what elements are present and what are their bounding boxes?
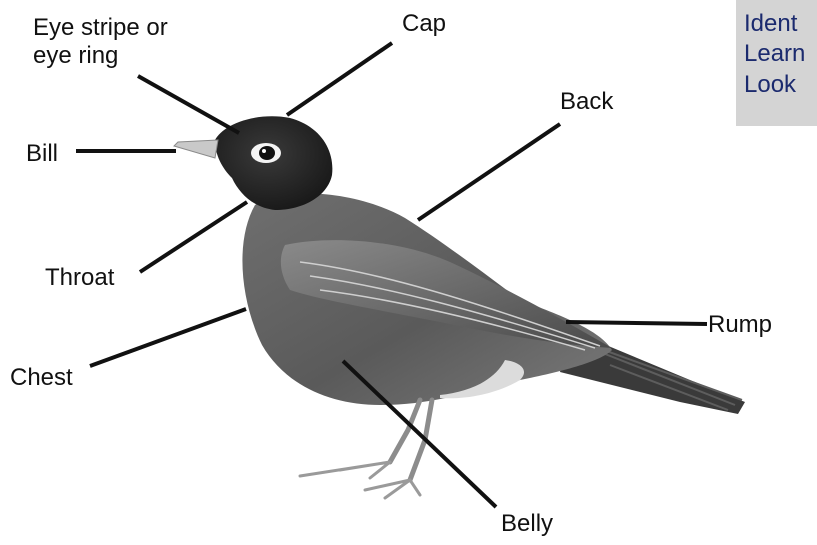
leader-back [418, 124, 560, 220]
label-chest: Chest [10, 364, 73, 392]
leader-chest [90, 309, 246, 366]
label-back: Back [560, 88, 613, 116]
bird-feet [300, 462, 420, 498]
side-line-3: Look [744, 71, 796, 99]
label-eye-stripe: Eye stripe or eye ring [33, 14, 168, 70]
label-rump: Rump [708, 311, 772, 339]
label-throat: Throat [45, 264, 114, 292]
label-eye-line1: Eye stripe or [33, 14, 168, 42]
label-eye-line2: eye ring [33, 42, 168, 70]
bird-bill [174, 140, 218, 158]
eye [259, 146, 275, 160]
label-belly: Belly [501, 510, 553, 538]
leader-eye [138, 76, 239, 133]
leader-throat [140, 202, 247, 272]
label-bill: Bill [26, 140, 58, 168]
side-line-2: Learn [744, 40, 805, 68]
side-line-1: Ident [744, 10, 797, 38]
label-cap: Cap [402, 10, 446, 38]
leader-rump [566, 322, 707, 324]
leader-cap [287, 43, 392, 115]
eye-highlight [262, 149, 266, 153]
